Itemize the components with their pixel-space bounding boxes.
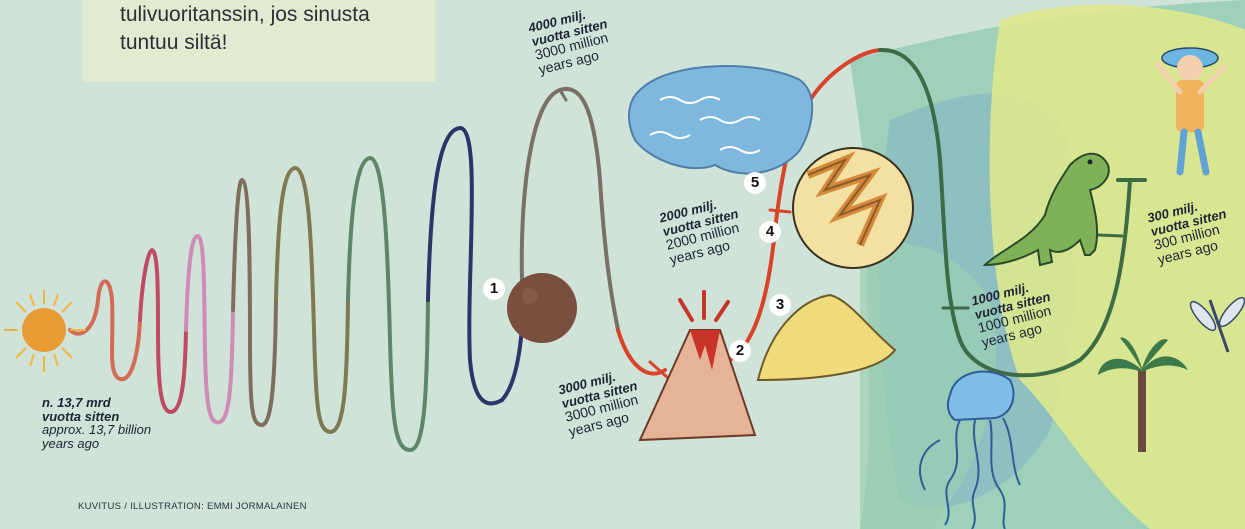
marker-4: 4 [759, 221, 781, 243]
intro-note: tulivuoritanssin, jos sinusta tuntuu sil… [82, 0, 435, 82]
label-start: n. 13,7 mrd vuotta sitten approx. 13,7 b… [42, 396, 151, 451]
marker-3: 3 [769, 294, 791, 316]
marker-2: 2 [729, 340, 751, 362]
intro-line-2: tuntuu siltä! [120, 31, 227, 55]
label-start-en-2: years ago [42, 437, 151, 451]
marker-5: 5 [744, 172, 766, 194]
label-start-fi-2: vuotta sitten [42, 410, 151, 424]
illustration-credit: KUVITUS / ILLUSTRATION: EMMI JORMALAINEN [78, 501, 307, 512]
label-start-fi-1: n. 13,7 mrd [42, 396, 151, 410]
intro-line-1: tulivuoritanssin, jos sinusta [120, 3, 370, 27]
marker-1: 1 [483, 278, 505, 300]
planet-icon [507, 273, 577, 343]
sun-icon [4, 290, 86, 372]
label-start-en-1: approx. 13,7 billion [42, 423, 151, 437]
rock-layers-icon [793, 148, 913, 268]
volcano-icon [640, 292, 755, 440]
